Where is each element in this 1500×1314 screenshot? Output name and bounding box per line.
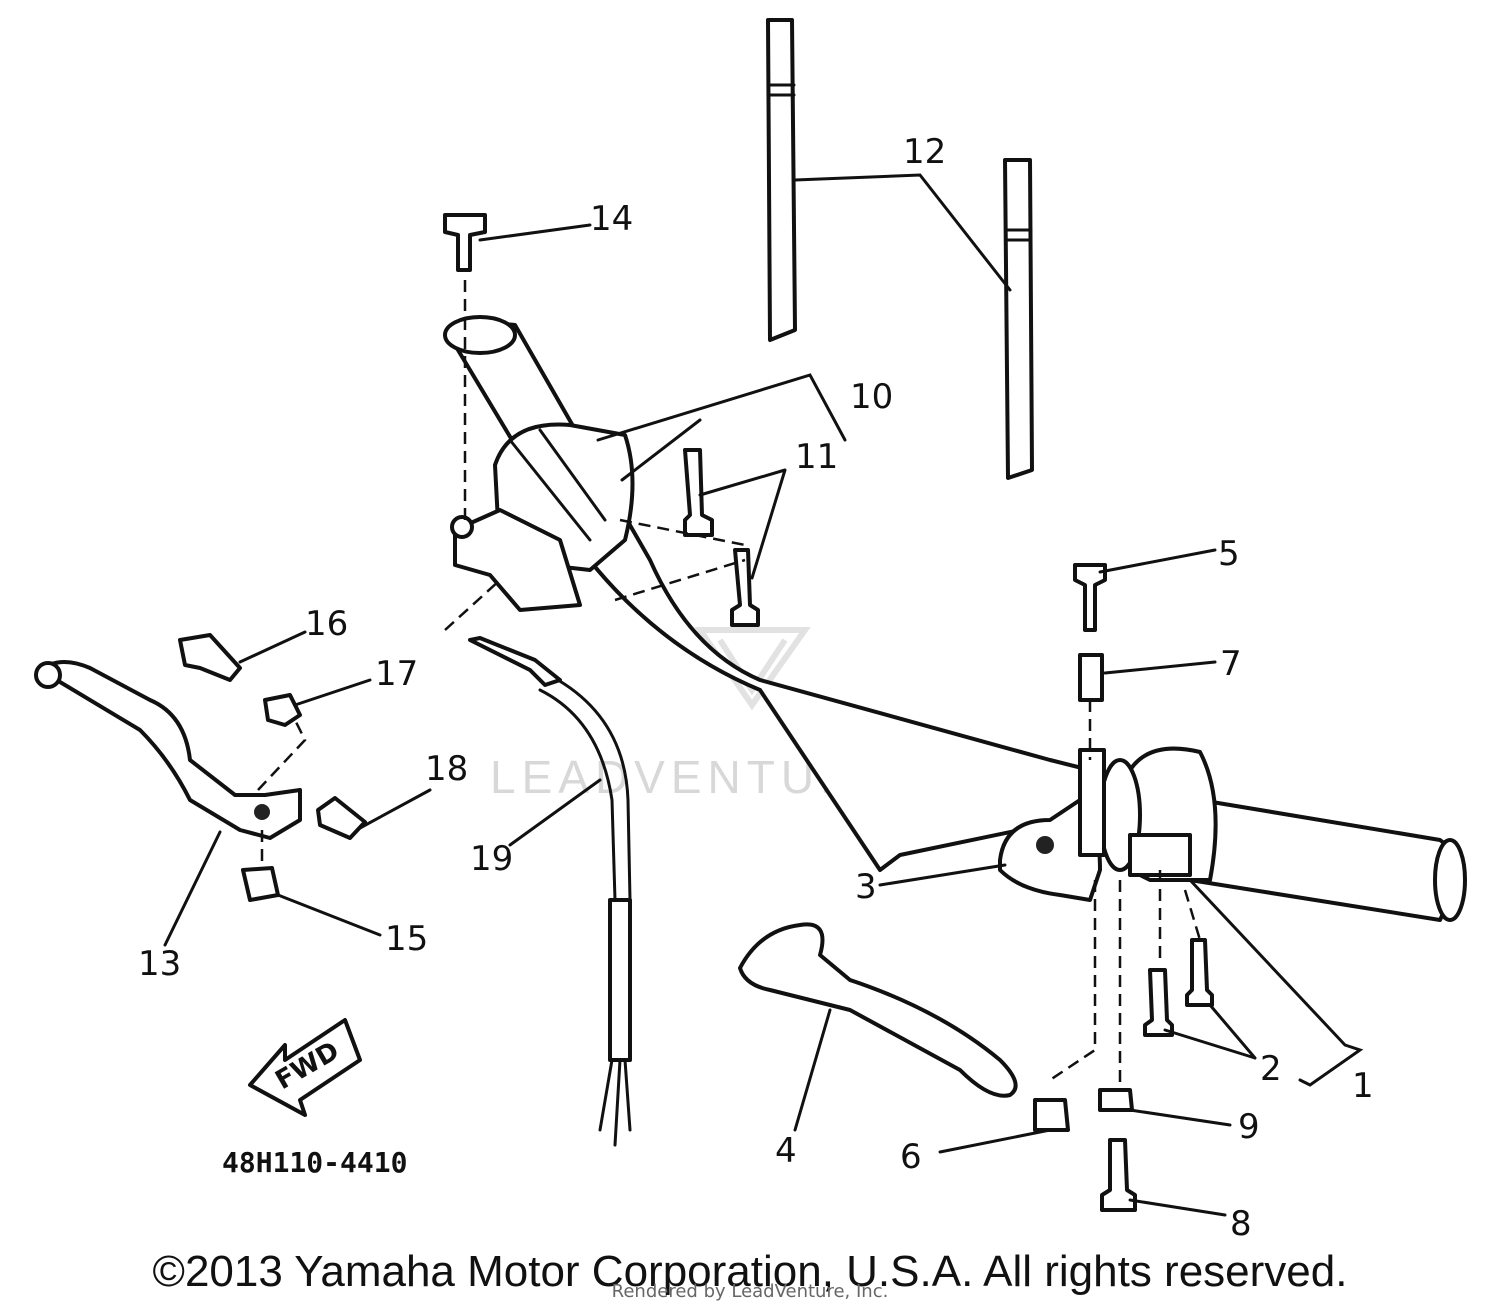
lever-bracket [998,748,1106,902]
callout-4: 4 [775,1131,797,1171]
callout-9: 9 [1238,1107,1260,1147]
callout-12: 12 [903,132,946,172]
callout-8: 8 [1230,1204,1252,1244]
screws-and-nuts [178,213,1214,1212]
callout-6: 6 [900,1137,922,1177]
callout-1: 1 [1352,1066,1374,1106]
callout-2: 2 [1260,1049,1282,1089]
callout-15: 15 [385,919,428,959]
callout-16: 16 [305,604,348,644]
assembly-lines [257,280,1202,1090]
callout-18: 18 [425,749,468,789]
fwd-arrow: FWD [248,1018,362,1117]
handlebar [443,315,1092,872]
callout-7: 7 [1220,644,1242,684]
diagram-code: 48H110-4410 [222,1146,407,1179]
callout-19: 19 [470,839,513,879]
callout-13: 13 [138,944,181,984]
right-grip-switch [1098,746,1467,922]
cable-bands [766,18,1034,480]
callout-numbers: 1 2 3 4 5 6 7 8 9 10 11 12 13 14 15 16 1… [138,132,1374,1244]
callout-10: 10 [850,377,893,417]
callout-14: 14 [590,199,633,239]
callout-11: 11 [795,437,838,477]
left-switch-housing [450,422,635,612]
switch-cable [468,636,632,1147]
leader-lines [163,173,1364,1217]
callout-17: 17 [375,654,418,694]
callout-5: 5 [1218,534,1240,574]
rendered-by-notice: Rendered by LeadVenture, Inc. [611,1281,889,1302]
clutch-lever [34,660,302,840]
callout-3: 3 [855,867,877,907]
brake-lever [738,922,1018,1098]
copyright-notice: ©2013 Yamaha Motor Corporation, U.S.A. A… [152,1247,1348,1296]
